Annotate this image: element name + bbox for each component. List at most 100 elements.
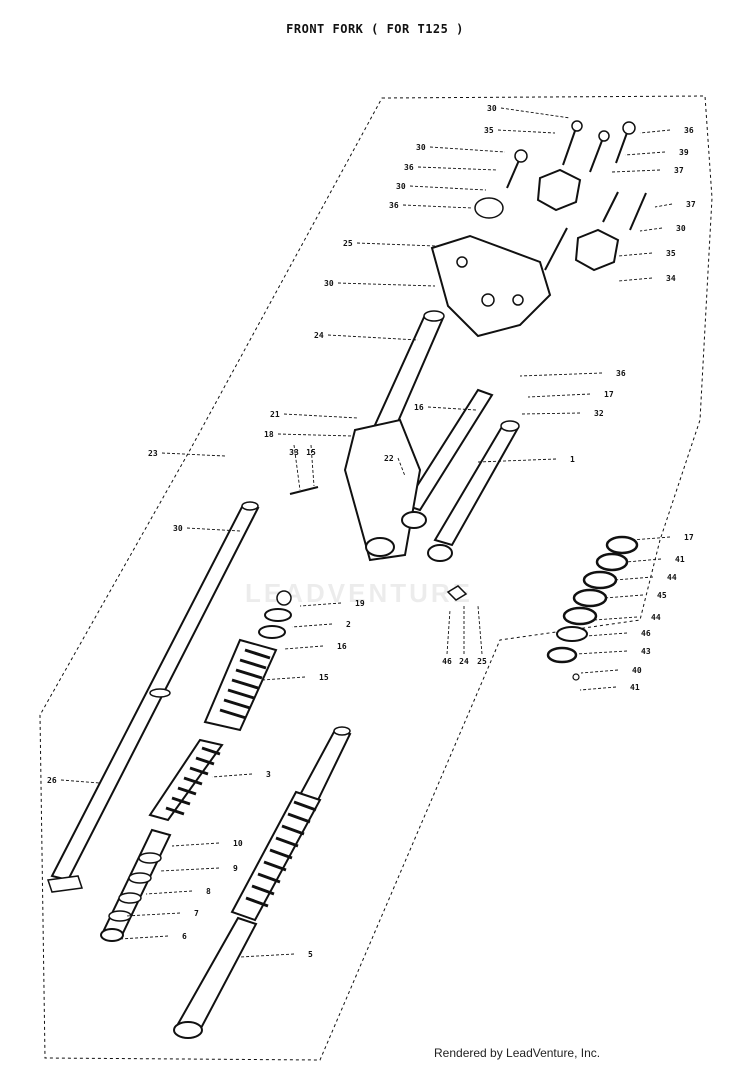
- leader-line: [145, 890, 193, 895]
- part-callout: 30: [396, 182, 406, 191]
- leader-line: [624, 151, 666, 156]
- part-callout: 36: [616, 369, 626, 378]
- part-callout: 25: [477, 657, 487, 666]
- leader-line: [283, 413, 359, 419]
- part-callout: 30: [676, 224, 686, 233]
- leader-line: [617, 277, 653, 282]
- leader-line: [580, 669, 619, 674]
- leader-line: [417, 166, 498, 171]
- part-callout: 18: [264, 430, 274, 439]
- leader-line: [446, 609, 451, 655]
- part-callout: 34: [666, 274, 676, 283]
- leader-line: [429, 146, 506, 153]
- part-callout: 5: [308, 950, 313, 959]
- part-callout: 35: [666, 249, 676, 258]
- leader-line: [500, 107, 571, 119]
- leader-line: [585, 632, 628, 637]
- part-callout: 37: [674, 166, 684, 175]
- outer-tube: [173, 726, 352, 1039]
- leader-line: [611, 169, 661, 173]
- handlebar-bolts: [474, 120, 647, 272]
- part-callout: 1: [570, 455, 575, 464]
- leader-line: [603, 594, 644, 599]
- part-callout: 39: [679, 148, 689, 157]
- part-callout: 33: [289, 448, 299, 457]
- leader-line: [625, 558, 662, 563]
- part-callout: 7: [194, 909, 199, 918]
- leader-line: [397, 457, 406, 477]
- leader-line: [654, 203, 673, 208]
- part-callout: 36: [389, 201, 399, 210]
- part-callout: 26: [47, 776, 57, 785]
- leader-line: [211, 773, 253, 778]
- diagram-title: FRONT FORK ( FOR T125 ): [286, 22, 464, 36]
- upper-bracket: [430, 234, 552, 338]
- leader-line: [409, 185, 487, 191]
- part-callout: 32: [594, 409, 604, 418]
- part-callout: 30: [173, 524, 183, 533]
- leader-line: [159, 867, 220, 872]
- spring-and-boot: [148, 590, 292, 822]
- leader-line: [427, 406, 477, 411]
- part-callout: 8: [206, 887, 211, 896]
- leader-line: [299, 602, 342, 607]
- leader-line: [617, 252, 653, 257]
- part-callout: 41: [630, 683, 640, 692]
- leader-line: [593, 616, 638, 621]
- part-callout: 24: [314, 331, 324, 340]
- part-callout: 22: [384, 454, 394, 463]
- part-callout: 30: [324, 279, 334, 288]
- leader-line: [613, 576, 654, 581]
- part-callout: 21: [270, 410, 280, 419]
- leader-line: [161, 452, 226, 457]
- credit-text: Rendered by LeadVenture, Inc.: [434, 1046, 601, 1060]
- leader-line: [579, 686, 617, 691]
- bearing-stack: [546, 535, 639, 681]
- leader-line: [125, 912, 181, 917]
- part-callout: 37: [686, 200, 696, 209]
- part-callout: 46: [641, 629, 651, 638]
- part-callout: 45: [657, 591, 667, 600]
- leader-line: [310, 444, 315, 487]
- leader-line: [293, 444, 301, 491]
- part-callout: 6: [182, 932, 187, 941]
- leader-line: [337, 282, 436, 287]
- part-callout: 30: [416, 143, 426, 152]
- fork-tubes-upper: [289, 310, 520, 562]
- leader-line: [477, 458, 557, 463]
- leader-line: [327, 334, 419, 341]
- leader-line: [477, 605, 483, 655]
- part-callout: 17: [604, 390, 614, 399]
- cable-clip: [446, 585, 468, 601]
- part-callout: 36: [404, 163, 414, 172]
- leader-line: [119, 935, 169, 940]
- part-callout: 19: [355, 599, 365, 608]
- part-callout: 35: [484, 126, 494, 135]
- part-callout: 30: [487, 104, 497, 113]
- part-callout: 3: [266, 770, 271, 779]
- leader-line: [283, 645, 324, 650]
- part-callout: 17: [684, 533, 694, 542]
- assembly-boundary: [39, 95, 713, 1061]
- leader-line: [186, 527, 241, 532]
- part-callout: 23: [148, 449, 158, 458]
- damper-rod: [100, 828, 172, 942]
- part-callout: 2: [346, 620, 351, 629]
- leader-line: [639, 129, 671, 134]
- leader-line: [277, 433, 353, 437]
- leader-line: [402, 204, 473, 209]
- leader-line: [261, 676, 306, 681]
- leader-line: [497, 129, 556, 134]
- part-callout: 24: [459, 657, 469, 666]
- leader-line: [575, 650, 628, 655]
- inner-tube-left: [47, 501, 260, 893]
- part-callout: 25: [343, 239, 353, 248]
- leader-line: [519, 372, 603, 377]
- leader-line: [171, 842, 220, 847]
- part-callout: 9: [233, 864, 238, 873]
- part-callout: 36: [684, 126, 694, 135]
- leader-line: [291, 623, 333, 628]
- leader-line: [521, 412, 581, 415]
